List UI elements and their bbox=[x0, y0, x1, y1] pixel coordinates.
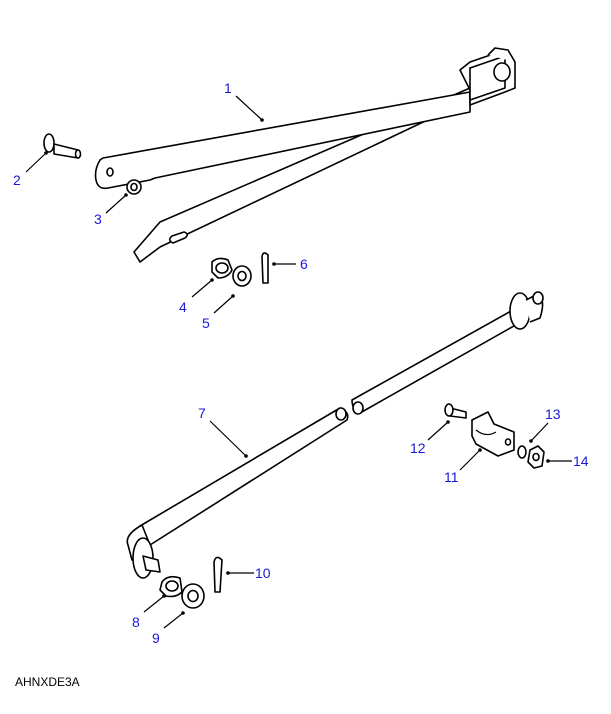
part-8-castle-nut bbox=[159, 575, 183, 598]
part-13-washer bbox=[517, 445, 527, 459]
callout-12: 12 bbox=[410, 440, 426, 456]
callout-13: 13 bbox=[545, 406, 561, 422]
callout-3: 3 bbox=[94, 211, 102, 227]
part-4-castle-nut bbox=[211, 257, 233, 279]
callout-11: 11 bbox=[444, 469, 459, 485]
diagram-reference-code: AHNXDE3A bbox=[15, 675, 80, 689]
part-7-cross-tube bbox=[126, 291, 544, 579]
leader-lines bbox=[25, 95, 572, 629]
callout-7: 7 bbox=[198, 405, 206, 421]
part-1-arm bbox=[94, 47, 516, 263]
callout-14: 14 bbox=[573, 453, 589, 469]
callout-10: 10 bbox=[255, 565, 271, 581]
callout-5: 5 bbox=[202, 315, 210, 331]
part-3-washer bbox=[126, 179, 142, 195]
part-14-nut bbox=[527, 445, 545, 469]
callout-9: 9 bbox=[152, 630, 160, 646]
callout-8: 8 bbox=[132, 614, 140, 630]
callout-6: 6 bbox=[300, 256, 308, 272]
part-11-clamp bbox=[471, 411, 515, 457]
part-12-bolt bbox=[444, 403, 467, 419]
part-2-bolt bbox=[43, 133, 82, 159]
part-5-washer bbox=[232, 265, 252, 287]
part-9-washer bbox=[181, 583, 205, 609]
callout-1: 1 bbox=[224, 80, 232, 96]
part-10-split-pin bbox=[213, 556, 223, 593]
callout-2: 2 bbox=[13, 172, 21, 188]
part-6-split-pin bbox=[261, 252, 269, 284]
callout-4: 4 bbox=[179, 299, 187, 315]
